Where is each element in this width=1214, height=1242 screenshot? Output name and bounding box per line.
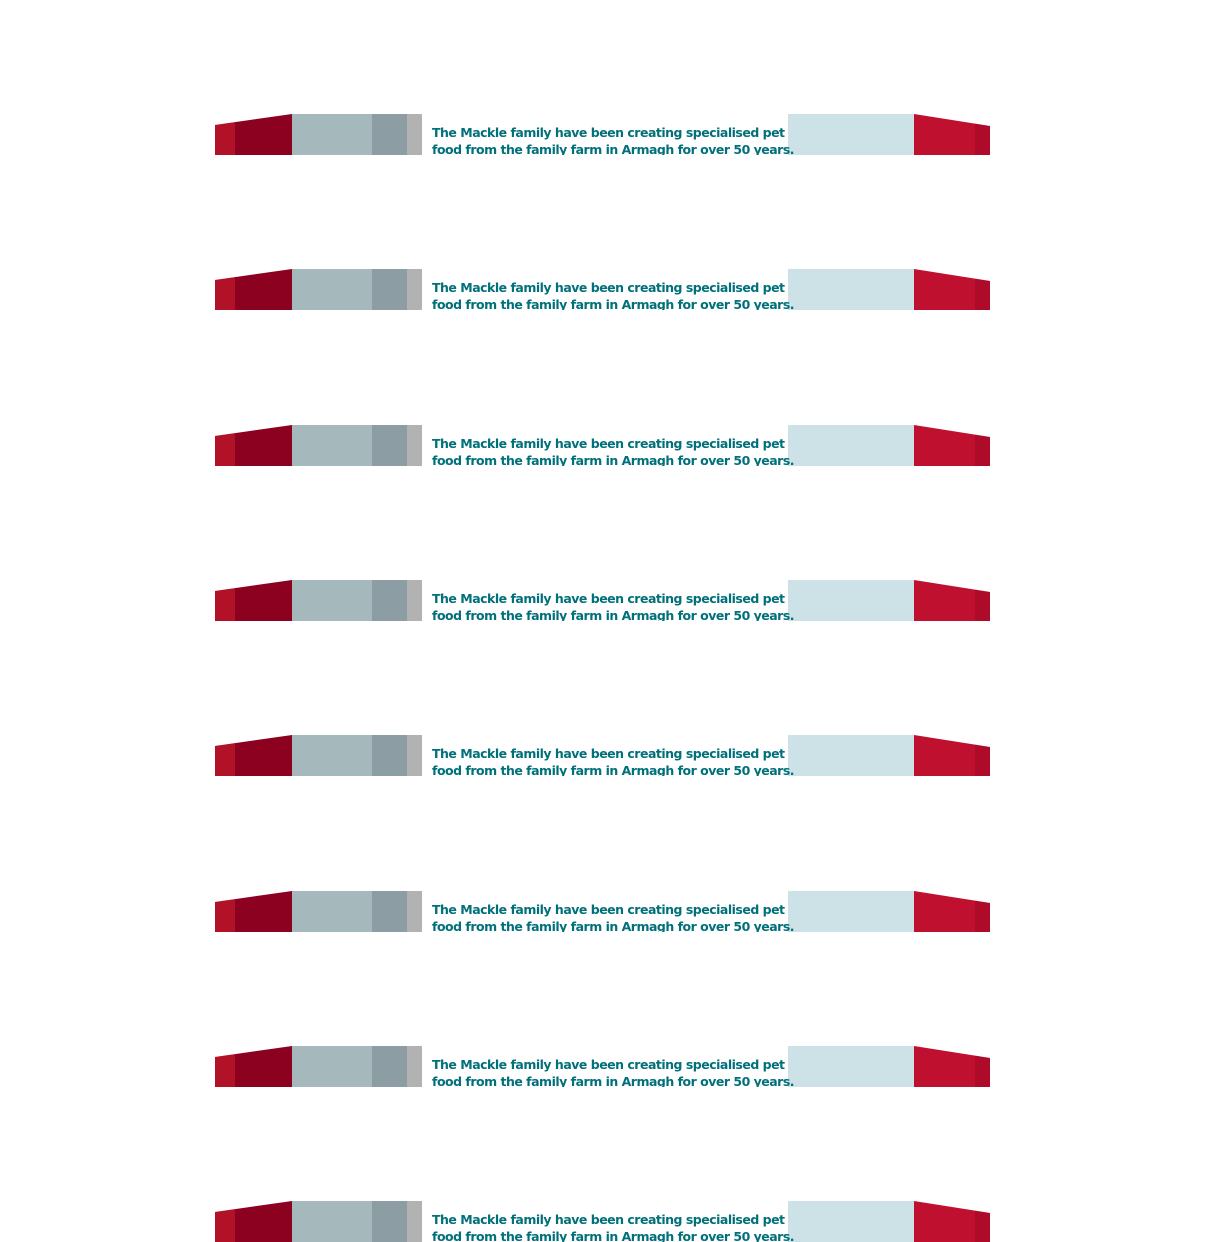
right-pale-panel <box>788 891 914 932</box>
right-red-shape <box>914 891 990 932</box>
left-slate-panel <box>292 269 372 310</box>
left-slate-panel <box>292 114 372 155</box>
strip-tagline: The Mackle family have been creating spe… <box>432 590 795 621</box>
left-slate-panel <box>292 735 372 776</box>
left-slate-panel <box>292 1201 372 1242</box>
tagline-line-2: food from the family farm in Armagh for … <box>432 1229 795 1242</box>
right-pale-panel <box>788 1201 914 1242</box>
strip-tagline: The Mackle family have been creating spe… <box>432 1211 795 1242</box>
right-pale-panel <box>788 269 914 310</box>
left-red-highlight <box>215 122 235 155</box>
banner-strip-4: The Mackle family have been creating spe… <box>215 580 990 621</box>
left-slate-panel <box>292 891 372 932</box>
left-grey-edge <box>407 580 422 621</box>
left-slate-dark-panel <box>372 735 407 776</box>
tagline-line-2: food from the family farm in Armagh for … <box>432 763 795 776</box>
left-red-highlight <box>215 1054 235 1087</box>
tagline-line-2: food from the family farm in Armagh for … <box>432 297 795 310</box>
left-red-highlight <box>215 588 235 621</box>
left-grey-edge <box>407 891 422 932</box>
banner-strip-1: The Mackle family have been creating spe… <box>215 114 990 155</box>
left-slate-dark-panel <box>372 269 407 310</box>
tagline-line-1: The Mackle family have been creating spe… <box>432 902 785 917</box>
tagline-line-1: The Mackle family have been creating spe… <box>432 436 785 451</box>
right-red-shadow <box>975 123 990 155</box>
left-red-highlight <box>215 1209 235 1242</box>
right-pale-panel <box>788 425 914 466</box>
left-grey-edge <box>407 1046 422 1087</box>
left-slate-dark-panel <box>372 114 407 155</box>
tagline-line-2: food from the family farm in Armagh for … <box>432 1074 795 1087</box>
banner-strip-8: The Mackle family have been creating spe… <box>215 1201 990 1242</box>
repeated-banner-strips: The Mackle family have been creating spe… <box>215 114 990 1242</box>
strip-graphic <box>215 114 990 155</box>
right-pale-panel <box>788 114 914 155</box>
left-slate-panel <box>292 580 372 621</box>
right-red-shape <box>914 580 990 621</box>
banner-strip-3: The Mackle family have been creating spe… <box>215 425 990 466</box>
left-slate-dark-panel <box>372 580 407 621</box>
strip-graphic <box>215 1046 990 1087</box>
banner-strip-5: The Mackle family have been creating spe… <box>215 735 990 776</box>
tagline-line-1: The Mackle family have been creating spe… <box>432 1057 785 1072</box>
right-pale-panel <box>788 735 914 776</box>
tagline-line-1: The Mackle family have been creating spe… <box>432 125 785 140</box>
right-red-shape <box>914 425 990 466</box>
strip-graphic <box>215 580 990 621</box>
left-slate-dark-panel <box>372 1046 407 1087</box>
tagline-line-2: food from the family farm in Armagh for … <box>432 608 795 621</box>
right-red-shape <box>914 1046 990 1087</box>
right-pale-panel <box>788 580 914 621</box>
banner-strip-6: The Mackle family have been creating spe… <box>215 891 990 932</box>
strip-tagline: The Mackle family have been creating spe… <box>432 435 795 466</box>
tagline-line-2: food from the family farm in Armagh for … <box>432 919 795 932</box>
strip-graphic <box>215 425 990 466</box>
strip-graphic <box>215 269 990 310</box>
left-grey-edge <box>407 1201 422 1242</box>
right-red-shadow <box>975 434 990 466</box>
strip-tagline: The Mackle family have been creating spe… <box>432 745 795 776</box>
tagline-line-1: The Mackle family have been creating spe… <box>432 280 785 295</box>
right-red-shape <box>914 269 990 310</box>
banner-strip-2: The Mackle family have been creating spe… <box>215 269 990 310</box>
right-red-shadow <box>975 1055 990 1087</box>
strip-tagline: The Mackle family have been creating spe… <box>432 279 795 310</box>
left-slate-panel <box>292 1046 372 1087</box>
strip-graphic <box>215 735 990 776</box>
tagline-line-1: The Mackle family have been creating spe… <box>432 746 785 761</box>
strip-tagline: The Mackle family have been creating spe… <box>432 1056 795 1087</box>
left-slate-dark-panel <box>372 1201 407 1242</box>
banner-strip-7: The Mackle family have been creating spe… <box>215 1046 990 1087</box>
strip-tagline: The Mackle family have been creating spe… <box>432 124 795 155</box>
left-slate-dark-panel <box>372 891 407 932</box>
tagline-line-2: food from the family farm in Armagh for … <box>432 142 795 155</box>
right-pale-panel <box>788 1046 914 1087</box>
left-slate-panel <box>292 425 372 466</box>
tagline-line-2: food from the family farm in Armagh for … <box>432 453 795 466</box>
right-red-shape <box>914 114 990 155</box>
left-red-highlight <box>215 743 235 776</box>
right-red-shadow <box>975 589 990 621</box>
right-red-shape <box>914 735 990 776</box>
right-red-shadow <box>975 278 990 310</box>
left-slate-dark-panel <box>372 425 407 466</box>
left-red-highlight <box>215 433 235 466</box>
strip-graphic <box>215 891 990 932</box>
tagline-line-1: The Mackle family have been creating spe… <box>432 1212 785 1227</box>
right-red-shadow <box>975 744 990 776</box>
left-grey-edge <box>407 425 422 466</box>
right-red-shadow <box>975 1210 990 1242</box>
tagline-line-1: The Mackle family have been creating spe… <box>432 591 785 606</box>
left-grey-edge <box>407 114 422 155</box>
left-red-highlight <box>215 899 235 932</box>
strip-tagline: The Mackle family have been creating spe… <box>432 901 795 932</box>
left-red-highlight <box>215 277 235 310</box>
left-grey-edge <box>407 735 422 776</box>
right-red-shadow <box>975 900 990 932</box>
left-grey-edge <box>407 269 422 310</box>
